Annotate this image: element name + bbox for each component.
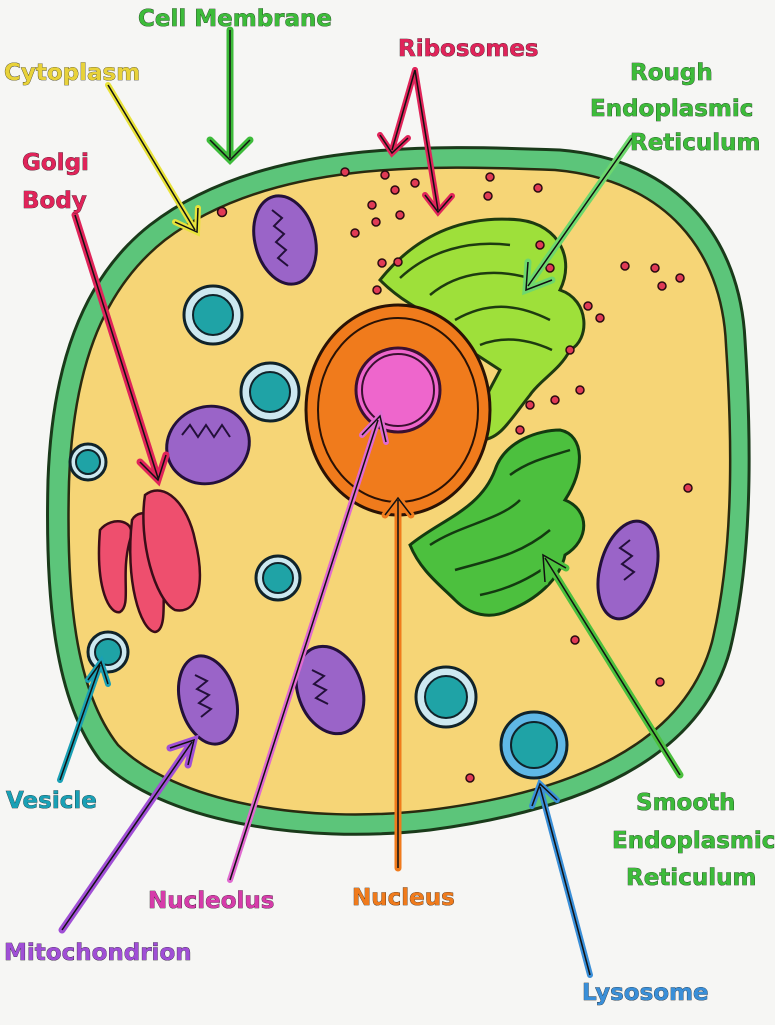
vesicle-6	[414, 665, 478, 729]
vesicle-4	[254, 554, 302, 602]
label-smooth-er-1: Smooth	[636, 790, 736, 816]
label-cytoplasm: Cytoplasm	[4, 60, 140, 86]
label-golgi-2: Body	[22, 188, 87, 214]
label-nucleus: Nucleus	[352, 885, 455, 911]
label-rough-er-3: Reticulum	[630, 130, 760, 156]
golgi-body	[97, 489, 201, 634]
label-ribosomes: Ribosomes	[398, 36, 539, 62]
label-mitochondrion: Mitochondrion	[4, 940, 192, 966]
label-golgi-1: Golgi	[22, 150, 89, 176]
label-smooth-er-3: Reticulum	[626, 865, 756, 891]
label-rough-er-1: Rough	[630, 60, 713, 86]
mitochondrion-3	[177, 654, 239, 746]
vesicle-2	[239, 361, 301, 423]
label-smooth-er-2: Endoplasmic	[612, 828, 775, 854]
mitochondrion-2	[165, 404, 251, 486]
label-vesicle: Vesicle	[6, 788, 97, 814]
lysosome	[499, 710, 569, 780]
mitochondrion-4	[294, 644, 366, 736]
vesicle-5	[86, 630, 130, 674]
label-cell-membrane: Cell Membrane	[138, 6, 332, 32]
ribosomes	[216, 167, 693, 783]
mitochondrion-1	[252, 194, 318, 286]
smooth-endoplasmic-reticulum	[408, 428, 586, 617]
nucleolus	[354, 346, 442, 434]
vesicle-1	[182, 284, 244, 346]
label-rough-er-2: Endoplasmic	[590, 96, 753, 122]
label-nucleolus: Nucleolus	[148, 888, 275, 914]
vesicle-3	[68, 442, 108, 482]
mitochondrion-5	[596, 519, 660, 621]
nucleolus-ring	[361, 353, 435, 427]
label-lysosome: Lysosome	[582, 980, 709, 1006]
lysosome-arrow	[529, 778, 593, 978]
